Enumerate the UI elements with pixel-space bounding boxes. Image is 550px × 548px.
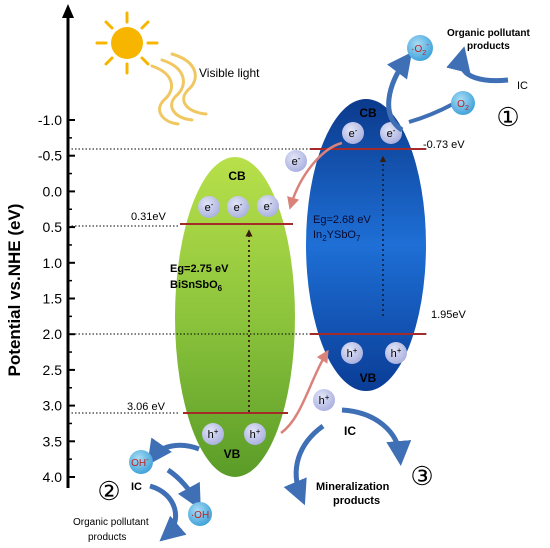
- light-rays-icon: [150, 52, 208, 126]
- svg-text:h+: h+: [319, 393, 330, 407]
- step3-products-line1: Mineralization: [316, 481, 390, 493]
- oh-radical-arrow: [166, 467, 201, 510]
- axis-tick-label: 1.5: [43, 291, 63, 307]
- electron-particle: e-: [342, 122, 364, 144]
- electron-transfer-arrow: [287, 141, 343, 210]
- step1-number: ①: [496, 102, 519, 132]
- bisnsbo6-vb-holes: h+ h+: [202, 423, 266, 445]
- bisnsbo6-formula: BiSnSbO6: [170, 279, 223, 293]
- step3-number: ③: [410, 461, 433, 491]
- step2-products-line2: products: [88, 532, 126, 543]
- in2ysbo7-vb-label: VB: [360, 371, 377, 385]
- in2ysbo7-eg: Eg=2.68 eV: [313, 214, 371, 226]
- axis-tick-label: 0.5: [43, 219, 63, 235]
- axis-label: Potential vs.NHE (eV): [5, 204, 24, 377]
- svg-text:e-: e-: [349, 126, 358, 140]
- superoxide-radical: ·O2-: [407, 35, 433, 61]
- bisnsbo6-vb-edge: 3.06 eV: [127, 401, 166, 413]
- hole-particle: h+: [202, 423, 224, 445]
- bisnsbo6-cb-edge: 0.31eV: [131, 211, 167, 223]
- step1-ic: IC: [517, 80, 528, 92]
- step1-degradation-arrow: [446, 46, 509, 84]
- axis-tick-label: 0.0: [43, 183, 63, 199]
- axis-arrowhead: [62, 4, 74, 18]
- energy-level-guides: [68, 148, 428, 414]
- migrating-hole: h+: [313, 389, 335, 411]
- hydroxyl-radical: ·OH: [188, 502, 212, 526]
- o2-feed-arrow: [408, 102, 454, 124]
- potential-axis: -1.0 -0.5 0.0 0.5 1.0 1.5 2.0 2.5 3.0 3.5 4.0 Pote…: [5, 4, 75, 488]
- svg-text:O2: O2: [457, 99, 469, 112]
- electron-particle: e-: [257, 195, 279, 217]
- svg-text:h+: h+: [208, 427, 219, 441]
- axis-tick-label: 3.0: [43, 398, 63, 414]
- axis-ticks: -1.0 -0.5 0.0 0.5 1.0 1.5 2.0 2.5 3.0 3.5 4.0: [38, 112, 75, 485]
- in2ysbo7-band: [306, 99, 426, 391]
- sun-icon: [95, 11, 159, 75]
- svg-text:e-: e-: [205, 200, 214, 214]
- svg-text:e-: e-: [264, 199, 273, 213]
- step3-products-line2: products: [333, 495, 380, 507]
- electron-particle: e-: [227, 196, 249, 218]
- axis-tick-label: 2.5: [43, 362, 63, 378]
- axis-tick-label: 4.0: [43, 469, 63, 485]
- axis-tick-label: 3.5: [43, 433, 63, 449]
- in2ysbo7-formula: In2YSbO7: [313, 229, 361, 243]
- in2ysbo7-cb-label: CB: [359, 106, 377, 120]
- hole-particle: h+: [385, 342, 407, 364]
- step2-products-line1: Organic pollutant: [73, 517, 149, 528]
- hole-particle: h+: [244, 423, 266, 445]
- svg-text:·O2-: ·O2-: [411, 40, 429, 57]
- svg-text:h+: h+: [391, 346, 402, 360]
- svg-text:h+: h+: [347, 346, 358, 360]
- svg-text:OH-: OH-: [131, 455, 149, 469]
- axis-tick-label: -1.0: [38, 112, 62, 128]
- svg-text:e-: e-: [234, 200, 243, 214]
- bisnsbo6-vb-label: VB: [224, 447, 241, 461]
- step1-products-line1: Organic pollutant: [447, 28, 530, 39]
- svg-text:e-: e-: [292, 154, 301, 168]
- mineralization-arrow-right: [341, 407, 412, 466]
- svg-text:·OH: ·OH: [191, 510, 209, 521]
- svg-text:h+: h+: [250, 427, 261, 441]
- in2ysbo7-vb-holes: h+ h+: [341, 342, 407, 364]
- hydroxide-ion: OH-: [129, 450, 153, 474]
- bisnsbo6-eg: Eg=2.75 eV: [170, 263, 229, 275]
- axis-tick-label: 1.0: [43, 255, 63, 271]
- in2ysbo7-vb-edge: 1.95eV: [431, 309, 467, 321]
- o2-molecule: O2: [451, 91, 475, 115]
- mineralization-arrow-left: [283, 423, 325, 506]
- visible-light-label: Visible light: [199, 66, 260, 80]
- bisnsbo6-band: [175, 157, 295, 477]
- oxidation-arrow: [147, 437, 200, 466]
- migrating-electron: e-: [285, 150, 307, 172]
- svg-text:e-: e-: [387, 126, 396, 140]
- axis-tick-label: 2.0: [43, 326, 63, 342]
- bisnsbo6-cb-label: CB: [228, 169, 246, 183]
- axis-tick-label: -0.5: [38, 148, 62, 164]
- step3-ic: IC: [344, 424, 356, 438]
- bisnsbo6-cb-electrons: e- e- e-: [198, 195, 279, 218]
- step2-ic: IC: [131, 481, 142, 493]
- hole-particle: h+: [341, 342, 363, 364]
- step1-products-line2: products: [467, 41, 510, 52]
- in2ysbo7-cb-edge: -0.73 eV: [423, 139, 465, 151]
- step2-number: ②: [97, 476, 120, 506]
- reduction-arrow: [386, 51, 412, 133]
- electron-particle: e-: [198, 196, 220, 218]
- hole-transfer-arrow: [280, 349, 329, 435]
- step2-degradation-arrow: [149, 483, 187, 542]
